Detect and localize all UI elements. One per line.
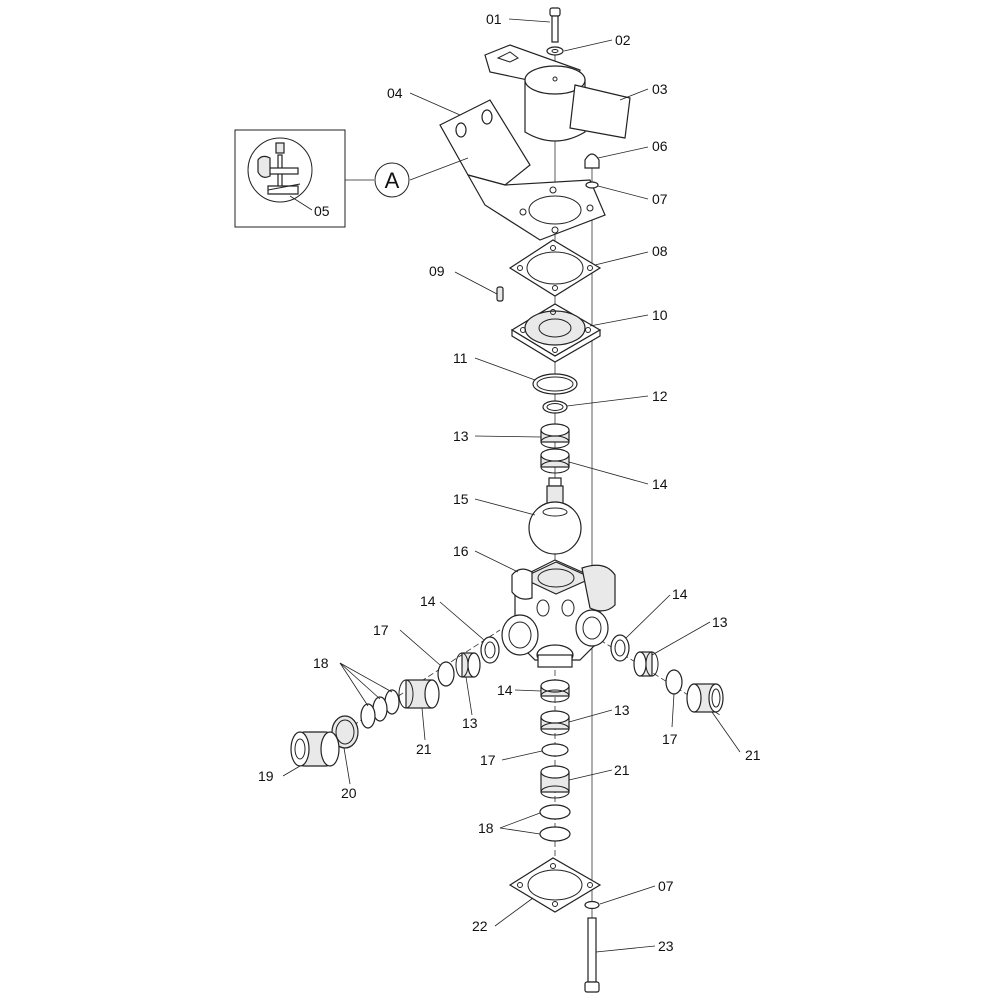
part-12-ring <box>542 400 568 414</box>
callout-03: 03 <box>652 81 668 97</box>
part-18-rings-left <box>360 689 400 729</box>
callout-labels: 01 02 03 04 05 06 07 08 09 10 11 12 13 1… <box>258 11 761 954</box>
part-04-bracket <box>439 99 606 241</box>
callout-18-bottom: 18 <box>478 820 494 836</box>
callout-20: 20 <box>341 785 357 801</box>
callout-13-bottom: 13 <box>614 702 630 718</box>
part-08-gasket <box>508 239 602 297</box>
callout-13-left: 13 <box>462 715 478 731</box>
callout-14-right: 14 <box>672 586 688 602</box>
part-19-nut <box>290 731 340 767</box>
part-17-ring-bottom <box>541 743 569 757</box>
callout-06: 06 <box>652 138 668 154</box>
part-11-o-ring-inner <box>536 376 574 392</box>
callout-08: 08 <box>652 243 668 259</box>
callout-05: 05 <box>314 203 330 219</box>
callout-13-right: 13 <box>712 614 728 630</box>
part-01-bolt <box>549 7 561 43</box>
part-13-seat-right <box>633 651 659 677</box>
callout-02: 02 <box>615 32 631 48</box>
callout-22: 22 <box>472 918 488 934</box>
part-14-seat-right <box>610 634 630 662</box>
part-12-ring-inner <box>546 403 564 411</box>
callout-21-right: 21 <box>745 747 761 763</box>
callout-11: 11 <box>453 350 468 366</box>
callout-21-left: 21 <box>416 741 432 757</box>
callout-17-bottom: 17 <box>480 752 496 768</box>
part-13-seat-bottom <box>540 710 570 736</box>
callout-04: 04 <box>387 85 403 101</box>
part-14-seat-left <box>480 636 500 664</box>
part-16-valve-body <box>501 559 616 668</box>
part-07-washer-top <box>585 181 599 189</box>
callout-12: 12 <box>652 388 668 404</box>
callout-13-top: 13 <box>453 428 469 444</box>
callout-16: 16 <box>453 543 469 559</box>
callout-23: 23 <box>658 938 674 954</box>
part-15-ball <box>528 477 582 555</box>
part-06-cap-nut <box>584 153 600 169</box>
callout-07-bottom: 07 <box>658 878 674 894</box>
part-09-pin <box>496 286 504 302</box>
detail-letter: A <box>385 168 400 193</box>
part-21-union-right <box>686 683 724 713</box>
part-10-flange <box>510 303 602 363</box>
part-21-union-left <box>398 679 440 709</box>
callout-01: 01 <box>486 11 502 27</box>
part-17-ring-right <box>665 669 683 695</box>
part-03-handle <box>484 44 631 142</box>
callout-14-left: 14 <box>420 593 436 609</box>
detail-reference-a: A <box>345 157 469 198</box>
part-23-long-bolt <box>584 917 600 993</box>
part-02-washer <box>546 46 564 56</box>
part-11-o-ring <box>532 373 578 395</box>
callout-15: 15 <box>453 491 469 507</box>
callout-10: 10 <box>652 307 668 323</box>
part-13-seat-left <box>455 652 481 678</box>
callout-09: 09 <box>429 263 445 279</box>
callout-14-bottom: 14 <box>497 682 513 698</box>
callout-19: 19 <box>258 768 274 784</box>
callout-18-left: 18 <box>313 655 329 671</box>
callout-21-bottom: 21 <box>614 762 630 778</box>
callout-07-top: 07 <box>652 191 668 207</box>
part-17-ring-left <box>437 661 455 687</box>
callout-17-right: 17 <box>662 731 678 747</box>
part-21-union-bottom <box>540 765 570 799</box>
part-02-washer-hole <box>551 49 559 53</box>
part-07-washer-bottom <box>584 900 600 910</box>
callout-14-top: 14 <box>652 476 668 492</box>
detail-box-05 <box>234 129 346 228</box>
part-13-seat-top <box>540 423 570 449</box>
leader-lines <box>282 18 741 953</box>
part-18-rings-bottom <box>539 804 571 842</box>
part-14-seat-top <box>540 448 570 474</box>
callout-17-left: 17 <box>373 622 389 638</box>
